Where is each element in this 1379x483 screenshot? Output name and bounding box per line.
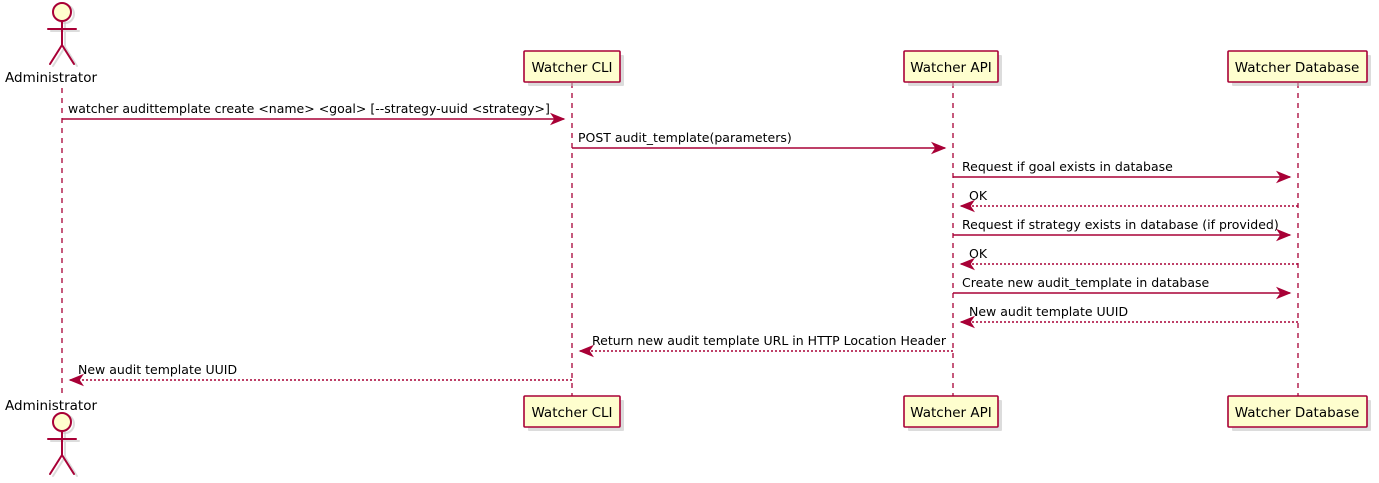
message-6[interactable]: OK	[959, 246, 1298, 271]
participant-box-rect	[903, 395, 999, 428]
participant-box-watcher-cli-bottom[interactable]: Watcher CLI	[523, 395, 624, 431]
message-10[interactable]: New audit template UUID	[68, 362, 572, 387]
participant-box-rect	[523, 395, 621, 428]
participant-box-watcher-cli-top[interactable]: Watcher CLI	[523, 50, 624, 86]
participant-box-watcher-api-top[interactable]: Watcher API	[903, 50, 1002, 86]
participant-box-rect	[1227, 395, 1368, 428]
message-label-4: OK	[969, 188, 988, 203]
participant-label-watcher-database-bottom: Watcher Database	[1235, 405, 1360, 421]
message-label-10: New audit template UUID	[78, 362, 237, 377]
actor-leg-right-icon	[61, 454, 75, 475]
participant-label-watcher-database-top: Watcher Database	[1235, 60, 1360, 76]
actor-administrator-bottom[interactable]: Administrator	[5, 398, 97, 477]
participant-label-watcher-api-top: Watcher API	[910, 60, 992, 76]
participant-box-watcher-database-top[interactable]: Watcher Database	[1227, 50, 1371, 86]
actor-administrator-top[interactable]: Administrator	[5, 2, 97, 86]
actor-label-administrator-bottom: Administrator	[5, 398, 97, 414]
participant-label-watcher-cli-bottom: Watcher CLI	[531, 405, 612, 421]
message-1[interactable]: watcher audittemplate create <name> <goa…	[62, 101, 566, 126]
message-9[interactable]: Return new audit template URL in HTTP Lo…	[578, 333, 953, 358]
participant-box-rect	[1227, 50, 1368, 83]
participant-box-watcher-database-bottom[interactable]: Watcher Database	[1227, 395, 1371, 431]
message-4[interactable]: OK	[959, 188, 1298, 213]
message-label-7: Create new audit_template in database	[962, 275, 1209, 290]
actor-head-icon	[52, 412, 72, 432]
message-5[interactable]: Request if strategy exists in database (…	[953, 217, 1292, 242]
message-label-6: OK	[969, 246, 988, 261]
message-label-8: New audit template UUID	[969, 304, 1128, 319]
message-label-5: Request if strategy exists in database (…	[962, 217, 1279, 232]
actor-label-administrator-top: Administrator	[5, 70, 97, 86]
participant-label-watcher-api-bottom: Watcher API	[910, 405, 992, 421]
message-label-1: watcher audittemplate create <name> <goa…	[68, 101, 550, 116]
message-label-3: Request if goal exists in database	[962, 159, 1173, 174]
message-2[interactable]: POST audit_template(parameters)	[572, 130, 947, 155]
actor-leg-left-icon	[49, 454, 63, 475]
message-3[interactable]: Request if goal exists in database	[953, 159, 1292, 184]
participant-label-watcher-cli-top: Watcher CLI	[531, 60, 612, 76]
participant-box-watcher-api-bottom[interactable]: Watcher API	[903, 395, 1002, 431]
message-8[interactable]: New audit template UUID	[959, 304, 1298, 329]
message-7[interactable]: Create new audit_template in database	[953, 275, 1292, 300]
actor-head-icon	[52, 2, 72, 22]
participant-box-rect	[903, 50, 999, 83]
message-label-2: POST audit_template(parameters)	[578, 130, 792, 145]
lifelines-group	[61, 83, 1299, 396]
message-label-9: Return new audit template URL in HTTP Lo…	[592, 333, 947, 348]
participant-box-rect	[523, 50, 621, 83]
actor-leg-right-icon	[61, 44, 75, 65]
actor-leg-left-icon	[49, 44, 63, 65]
